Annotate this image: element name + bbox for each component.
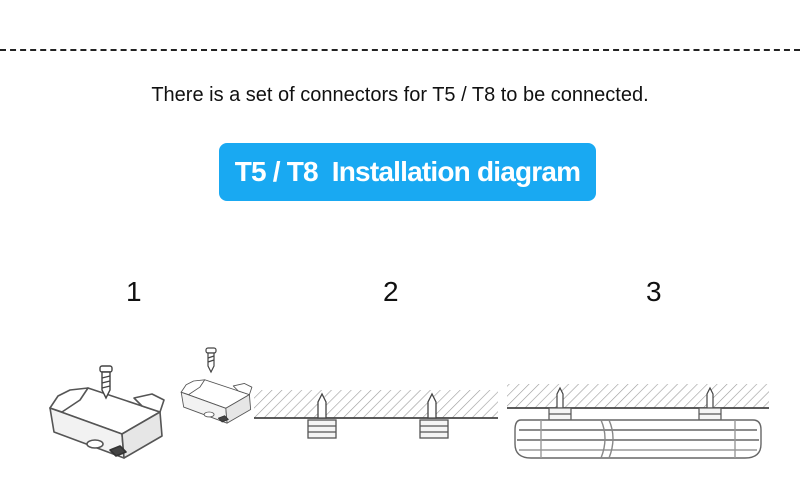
screw-icon xyxy=(317,392,437,419)
mounting-clip-icon xyxy=(49,387,165,459)
dashed-divider xyxy=(0,49,800,51)
ceiling-hatch xyxy=(254,390,498,419)
step-number-1: 1 xyxy=(126,276,142,307)
mounting-clip-icon xyxy=(548,407,722,421)
step-number-3: 3 xyxy=(646,276,662,307)
step-1-illustration xyxy=(49,347,253,459)
step-3-illustration xyxy=(507,384,769,459)
ceiling-hatch xyxy=(507,384,769,409)
tube-fixture-icon xyxy=(514,419,762,459)
screw-icon xyxy=(556,386,714,409)
screw-icon xyxy=(205,347,217,374)
mounting-clip-icon xyxy=(307,419,449,439)
mounting-clip-icon xyxy=(180,379,253,424)
step-number-2: 2 xyxy=(383,276,399,307)
title-badge: T5 / T8 Installation diagram xyxy=(219,143,596,201)
screw-icon xyxy=(99,365,113,400)
step-2-illustration xyxy=(254,390,498,439)
intro-text: There is a set of connectors for T5 / T8… xyxy=(151,84,649,106)
